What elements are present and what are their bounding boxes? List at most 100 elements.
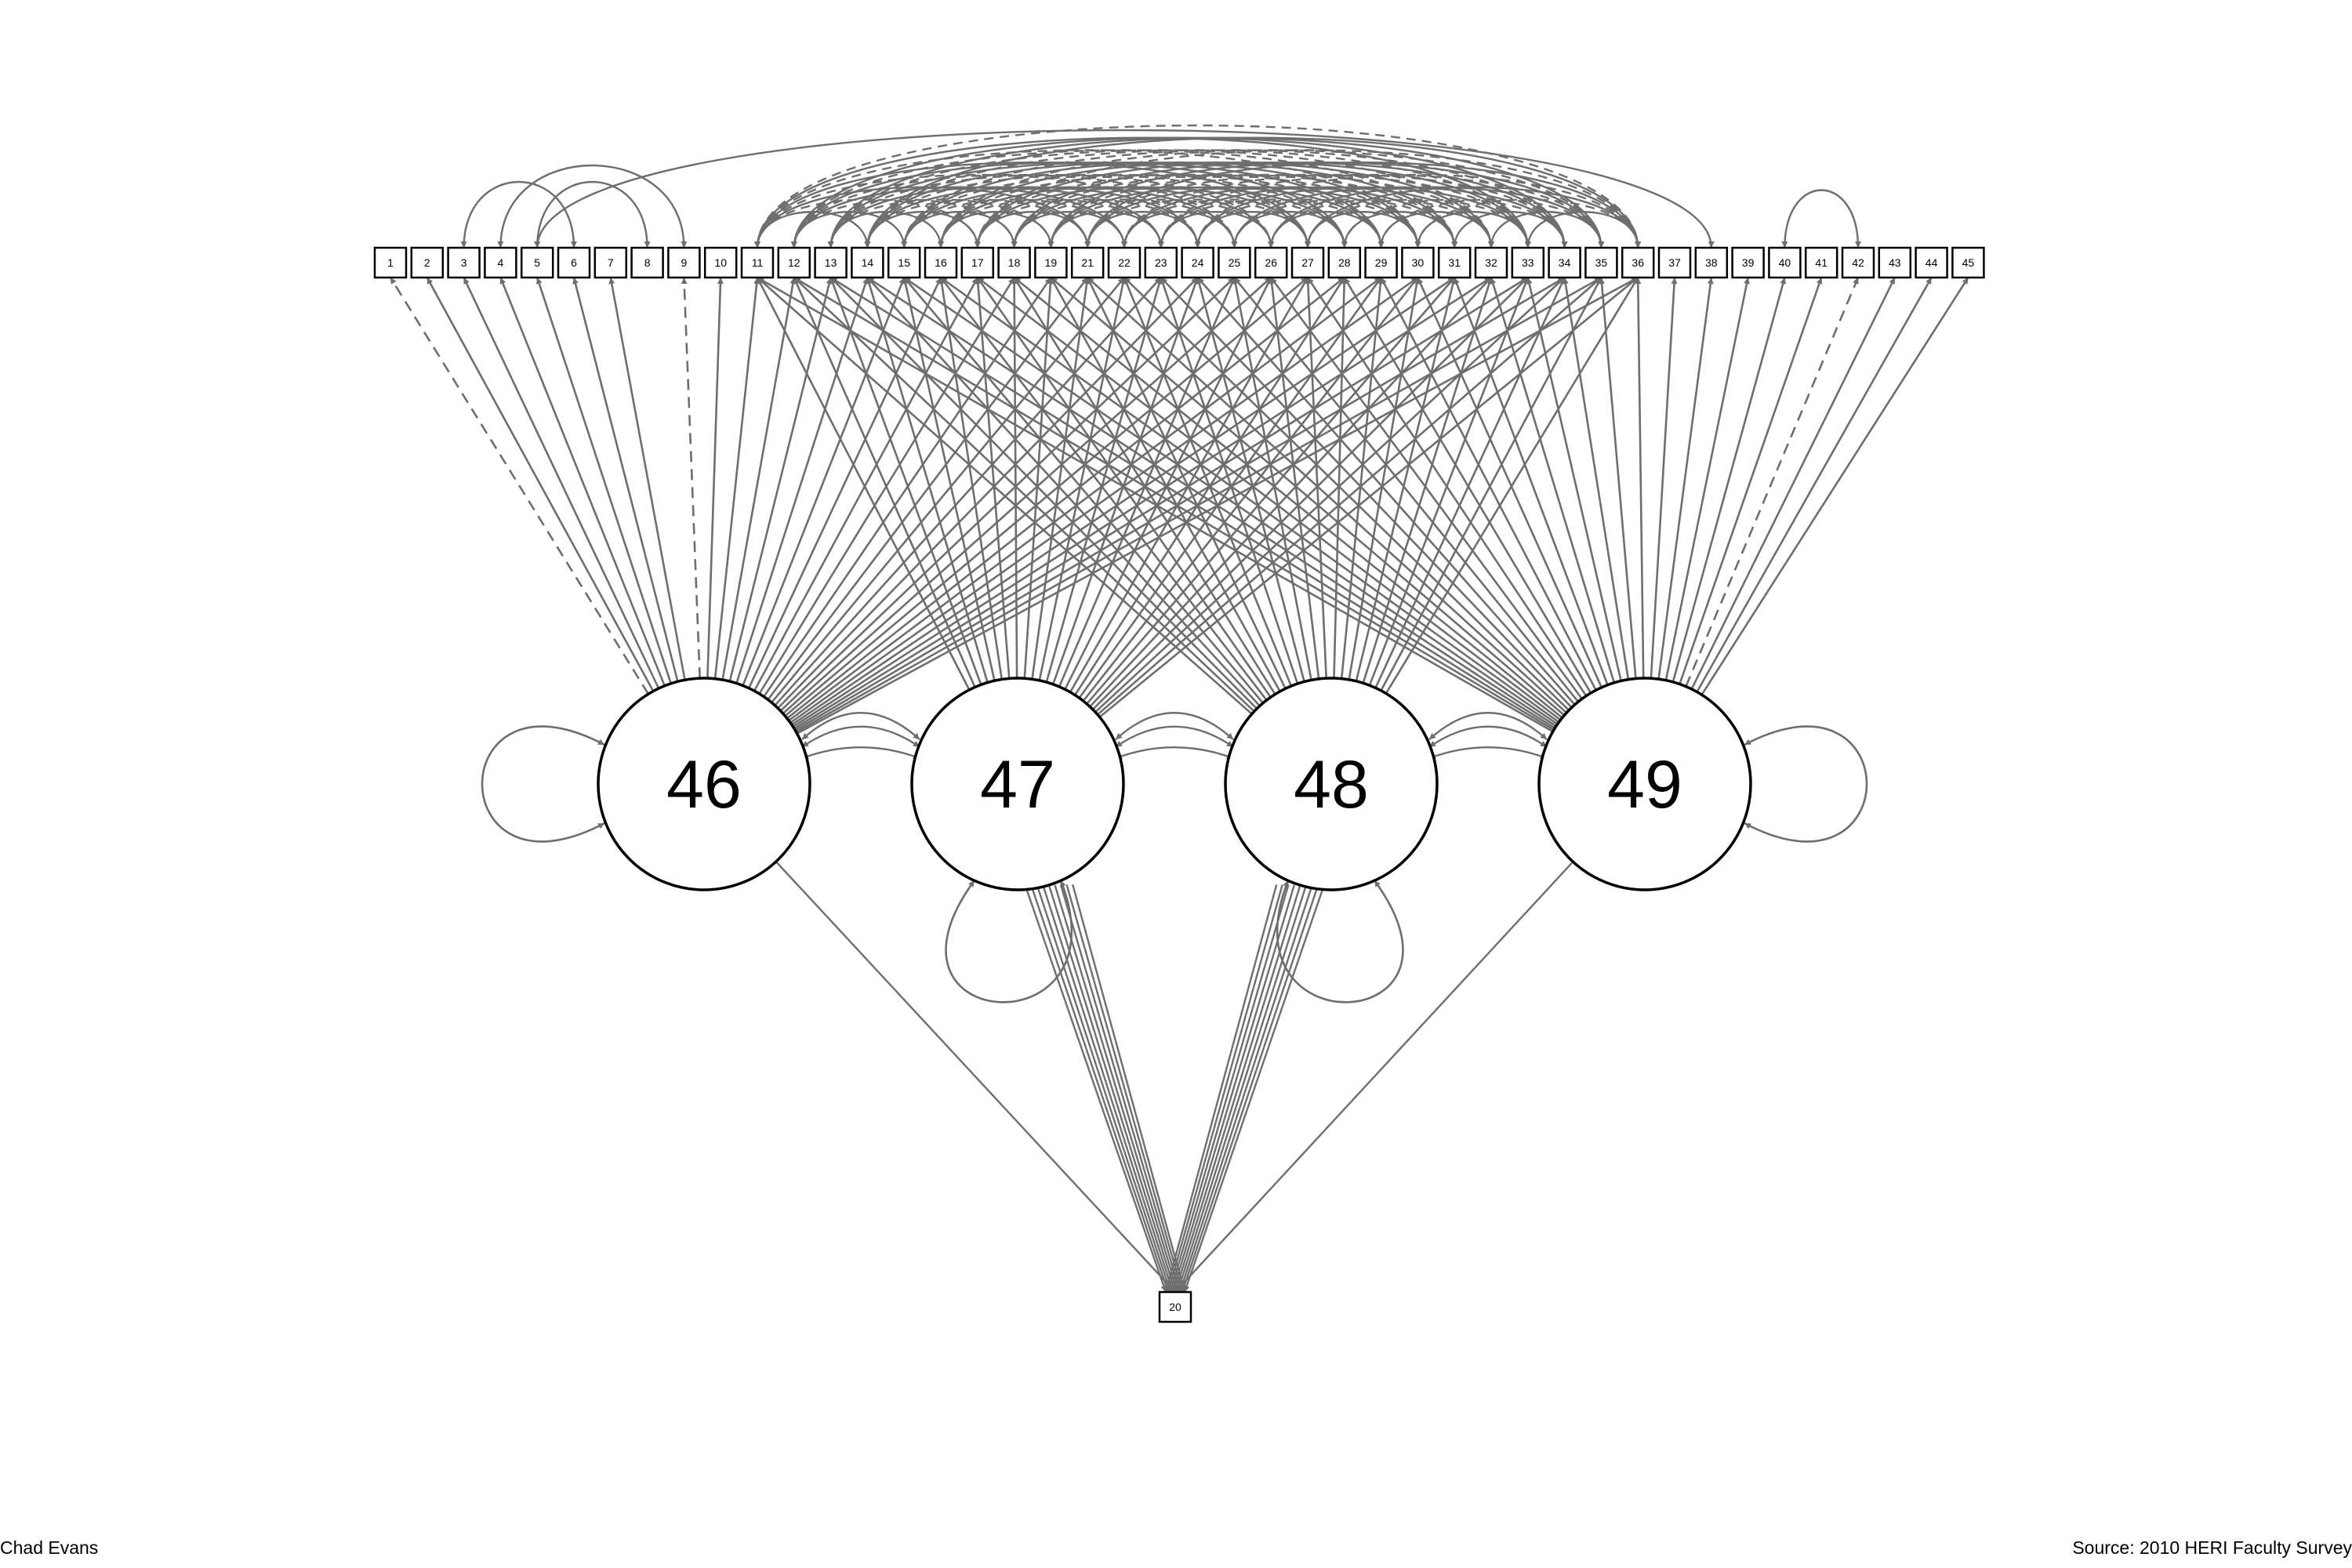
- indicator-box: [557, 246, 591, 279]
- latent-circle: [1224, 677, 1439, 891]
- loading-edge: [902, 277, 996, 681]
- indicator-node: 7: [593, 246, 628, 279]
- indicator-covariance-edge: [754, 124, 1642, 249]
- indicator-label: 39: [1742, 256, 1755, 269]
- indicator-node: 37: [1657, 246, 1692, 279]
- loading-edge: [866, 276, 1557, 728]
- indicator-box: [630, 246, 664, 279]
- loading-edge: [1160, 277, 1573, 709]
- indicator-node: 42: [1841, 246, 1875, 279]
- indicator-label: 15: [898, 256, 910, 269]
- indicator-covariance-edge: [534, 129, 1715, 249]
- indicator-covariance-edge: [1231, 198, 1458, 249]
- loading-edge: [756, 277, 971, 691]
- indicator-label: 37: [1668, 256, 1681, 269]
- indicator-covariance-edge: [1231, 186, 1568, 249]
- loading-edge: [1031, 277, 1091, 680]
- indicator-node: 21: [1070, 246, 1105, 279]
- indicator-box: [1401, 246, 1435, 279]
- indicator-node: 29: [1364, 246, 1398, 279]
- loading-edge: [1094, 277, 1566, 713]
- indicator-label: 44: [1926, 256, 1938, 269]
- indicator-node: 43: [1878, 246, 1912, 279]
- latent-label: 47: [980, 747, 1055, 822]
- indicator-covariance-edge: [1194, 173, 1642, 249]
- indicator-covariance-edge: [1268, 198, 1494, 249]
- loading-edge: [1700, 277, 1969, 695]
- loading-edge: [1490, 277, 1616, 684]
- indicator-label: 21: [1081, 256, 1094, 269]
- loading-edge: [1374, 277, 1566, 688]
- indicator-label: 30: [1412, 256, 1425, 269]
- loading-edge: [1087, 277, 1287, 689]
- indicator-label: 16: [935, 256, 947, 269]
- indicator-node: 14: [851, 246, 884, 279]
- indicator-box: [1290, 246, 1325, 279]
- indicator-node: 22: [1107, 246, 1142, 279]
- loading-edge: [1348, 277, 1420, 681]
- variance-loop: [481, 725, 605, 843]
- indicator-label: 13: [825, 256, 837, 269]
- loading-edge: [782, 277, 1272, 715]
- indicator-label: 10: [714, 256, 727, 269]
- indicator-label: 31: [1448, 256, 1461, 269]
- loading-edge: [903, 277, 1264, 704]
- indicator-covariance-edge: [534, 180, 651, 249]
- loading-edge: [1343, 277, 1592, 694]
- indicator-label: 1: [387, 256, 394, 269]
- loading-edge: [1635, 277, 1645, 679]
- loading-edge: [977, 276, 1562, 721]
- indicator-label: 2: [424, 256, 430, 269]
- indicator-label: 6: [571, 256, 577, 269]
- indicator-node: 8: [630, 246, 664, 279]
- regression-edge: [1183, 885, 1325, 1293]
- loading-edge: [866, 277, 989, 683]
- regression-edge: [1042, 884, 1174, 1293]
- loading-edge: [938, 277, 1004, 680]
- loading-edge: [757, 276, 1554, 733]
- loading-edge: [1089, 277, 1492, 708]
- indicator-label: 4: [498, 256, 504, 269]
- loading-edge: [499, 277, 666, 687]
- indicator-node: 19: [1034, 246, 1068, 279]
- variance-loop: [945, 880, 1073, 1004]
- latent-covariance-edge: [801, 712, 920, 741]
- indicator-label: 3: [461, 256, 467, 269]
- loading-edge: [1123, 277, 1293, 687]
- indicator-box: [1437, 246, 1472, 279]
- loading-edge: [1599, 277, 1637, 679]
- indicator-label: 17: [971, 256, 984, 269]
- regression-edge: [1054, 884, 1179, 1293]
- loading-edge: [1526, 277, 1622, 681]
- regression-edge: [1059, 884, 1181, 1293]
- indicator-label: 36: [1632, 256, 1644, 269]
- latent-node: 49: [1537, 677, 1752, 891]
- indicator-node: 27: [1290, 246, 1325, 279]
- indicator-box: [777, 246, 811, 279]
- regression-edge: [1065, 884, 1184, 1293]
- indicator-box: [1694, 246, 1729, 279]
- loading-edge: [1562, 277, 1630, 680]
- outcome-label: 20: [1169, 1301, 1181, 1313]
- loading-edge: [1050, 277, 1281, 692]
- indicator-box: [410, 246, 445, 279]
- latent-covariance-edge: [801, 725, 920, 748]
- latent-node: 47: [910, 677, 1125, 891]
- indicator-covariance-edge: [1121, 198, 1348, 249]
- indicator-node: 34: [1548, 246, 1581, 279]
- indicator-node: 11: [740, 246, 775, 279]
- loading-edge: [1058, 277, 1236, 688]
- latent-covariance-edge: [1115, 746, 1234, 760]
- latent-covariance-edge: [801, 746, 920, 760]
- indicator-node: 24: [1181, 246, 1214, 279]
- loading-edge: [793, 277, 1255, 713]
- indicator-node: 17: [960, 246, 995, 279]
- loading-edge: [735, 277, 869, 684]
- indicator-node: 25: [1218, 246, 1251, 279]
- loading-edge: [1657, 277, 1714, 680]
- loading-edge: [721, 277, 797, 681]
- indicator-box: [814, 246, 848, 279]
- latent-covariance-edge: [1428, 746, 1548, 760]
- indicator-node: 33: [1511, 246, 1545, 279]
- regression-edge: [1176, 884, 1308, 1293]
